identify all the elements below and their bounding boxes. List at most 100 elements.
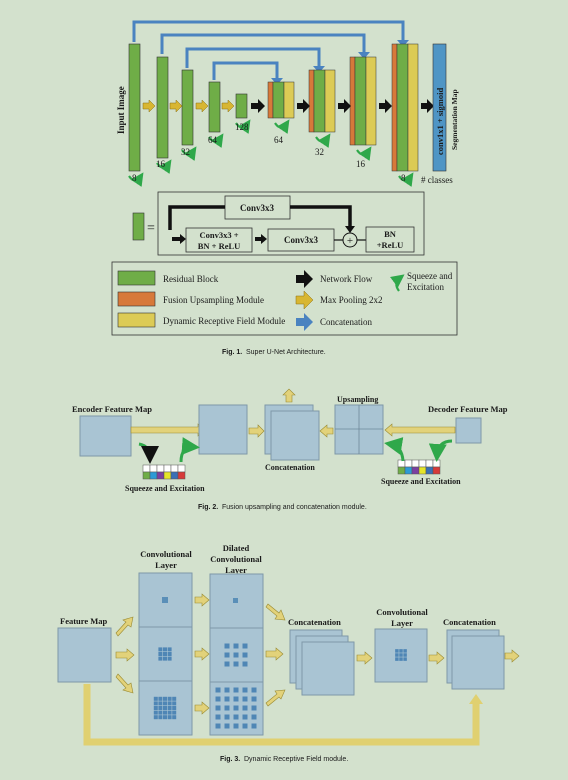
kernel-5x5-cell xyxy=(153,715,158,720)
se-cell-empty xyxy=(177,464,186,473)
dilated-kernel-cell xyxy=(215,687,221,693)
kernel-3x3-cell xyxy=(158,652,163,656)
dilated-kernel-cell xyxy=(215,723,221,729)
channel-label: 64 xyxy=(208,135,218,145)
fig1-unet: Input Image xyxy=(111,20,459,356)
dilated-kernel-cell xyxy=(233,714,239,720)
channel-label: 32 xyxy=(181,147,190,157)
conv-kernels xyxy=(153,597,177,720)
dilated-kernel-cell xyxy=(242,723,248,729)
se-cell-empty xyxy=(425,459,434,468)
channel-label: 8 xyxy=(132,173,137,183)
kernel-5x5-cell xyxy=(153,710,158,715)
conv-to-dilated-3 xyxy=(194,701,210,715)
conv-bn-relu-box xyxy=(185,227,253,253)
kernel-5x5-cell xyxy=(172,696,177,701)
conv2-kernel-cell xyxy=(395,649,399,653)
enc-block-2 xyxy=(156,56,169,159)
se-loop-8 xyxy=(356,146,372,161)
concat-map-front xyxy=(270,410,320,461)
block-arrow-mid xyxy=(255,234,267,244)
maxpool-arrow-3 xyxy=(195,99,209,113)
dilated-kernel-cell xyxy=(224,661,230,667)
conv-bn-relu-label-2: BN + ReLU xyxy=(198,241,241,251)
channel-label: 8 xyxy=(401,173,406,183)
kernel-5x5-cell xyxy=(167,710,172,715)
skip-head-8 xyxy=(397,40,409,47)
se-loop-2 xyxy=(156,159,172,174)
se-cell-empty xyxy=(404,459,413,468)
se-vector-right xyxy=(397,459,441,475)
branch-arrow-down xyxy=(115,673,134,694)
kernel-5x5-cell xyxy=(163,696,167,701)
block-arrow-in xyxy=(172,234,186,244)
legend-drf-label: Dynamic Receptive Field Module xyxy=(163,316,285,326)
flow-arrow-1 xyxy=(251,99,265,113)
conv2-kernel-cell xyxy=(403,653,407,657)
kernel-3x3-cell xyxy=(158,647,163,652)
conv-layer-label-1: Convolutional xyxy=(140,549,192,559)
enc-block-5 xyxy=(235,93,248,119)
channel-label: 16 xyxy=(356,159,366,169)
legend-se-icon xyxy=(390,274,405,292)
dec-block-16 xyxy=(349,56,377,146)
skip-64 xyxy=(212,61,279,80)
kernel-3x3-cell xyxy=(163,656,167,661)
dilated-kernel-cell xyxy=(242,696,248,702)
enc-block-1 xyxy=(128,43,141,172)
skip-8 xyxy=(132,20,405,42)
maxpool-arrow-1 xyxy=(142,99,156,113)
se-cell-color xyxy=(149,471,158,480)
residual-detail-box xyxy=(157,191,425,256)
dilated-kernel-cell xyxy=(215,714,221,720)
equals-sign: = xyxy=(147,221,155,236)
se-cell-empty xyxy=(142,464,151,473)
maxpool-arrow-2 xyxy=(169,99,183,113)
dilated-kernel-cell xyxy=(242,687,248,693)
skip-32 xyxy=(185,47,321,68)
dilated-label-3: Layer xyxy=(225,565,247,575)
legend-residual-swatch xyxy=(117,270,156,286)
fig2-caption-text: Fusion upsampling and concatenation modu… xyxy=(222,504,367,511)
dilated-kernel-cell xyxy=(233,643,239,649)
head-block xyxy=(432,43,447,172)
concat-stack-3 xyxy=(301,641,355,696)
encoder-feature-map xyxy=(79,415,132,457)
conv2-kernel-cell xyxy=(403,649,407,653)
channel-label: 32 xyxy=(315,147,324,157)
se-cell-color xyxy=(170,471,179,480)
output-arrow xyxy=(504,649,520,663)
se-cell-color xyxy=(177,471,186,480)
add-symbol: + xyxy=(347,235,353,247)
se-cell-empty xyxy=(411,459,420,468)
dilated-kernel-cell xyxy=(242,652,248,658)
se-cell-color xyxy=(163,471,172,480)
flow-arrow-3 xyxy=(338,99,351,113)
se-cell-color xyxy=(432,466,441,475)
bn-label-2: +ReLU xyxy=(377,240,404,250)
se-loop-6 xyxy=(274,119,290,134)
skip-head-16 xyxy=(358,52,370,59)
input-feature-map xyxy=(57,627,112,683)
concat-label-fig3: Concatenation xyxy=(288,617,341,627)
classes-label: # classes xyxy=(421,175,453,185)
enc-block-3 xyxy=(181,69,194,146)
flow-arrow-4 xyxy=(379,99,392,113)
kernel-5x5-cell xyxy=(172,701,177,706)
se-cell-color xyxy=(156,471,165,480)
fig2-caption-num: Fig. 2. xyxy=(198,504,218,511)
concat-label-fig2: Concatenation xyxy=(265,463,315,472)
conv2-kernel-cell xyxy=(395,657,399,661)
concat2-label: Concatenation xyxy=(443,617,496,627)
flow-arrow-2 xyxy=(297,99,310,113)
fig2-up-arrow xyxy=(282,388,296,403)
dilated-kernel-cell xyxy=(251,723,257,729)
dilated-kernel-cell xyxy=(251,696,257,702)
conv3x3-top-label: Conv3x3 xyxy=(240,203,275,213)
dilated-kernel-cell xyxy=(224,705,230,711)
se-cell-color xyxy=(425,466,434,475)
dilated-kernel-cell xyxy=(224,652,230,658)
dilated-kernel-cell xyxy=(224,687,230,693)
fig2-yellow-arrow-1 xyxy=(130,423,206,437)
bn-relu-box xyxy=(365,226,415,253)
